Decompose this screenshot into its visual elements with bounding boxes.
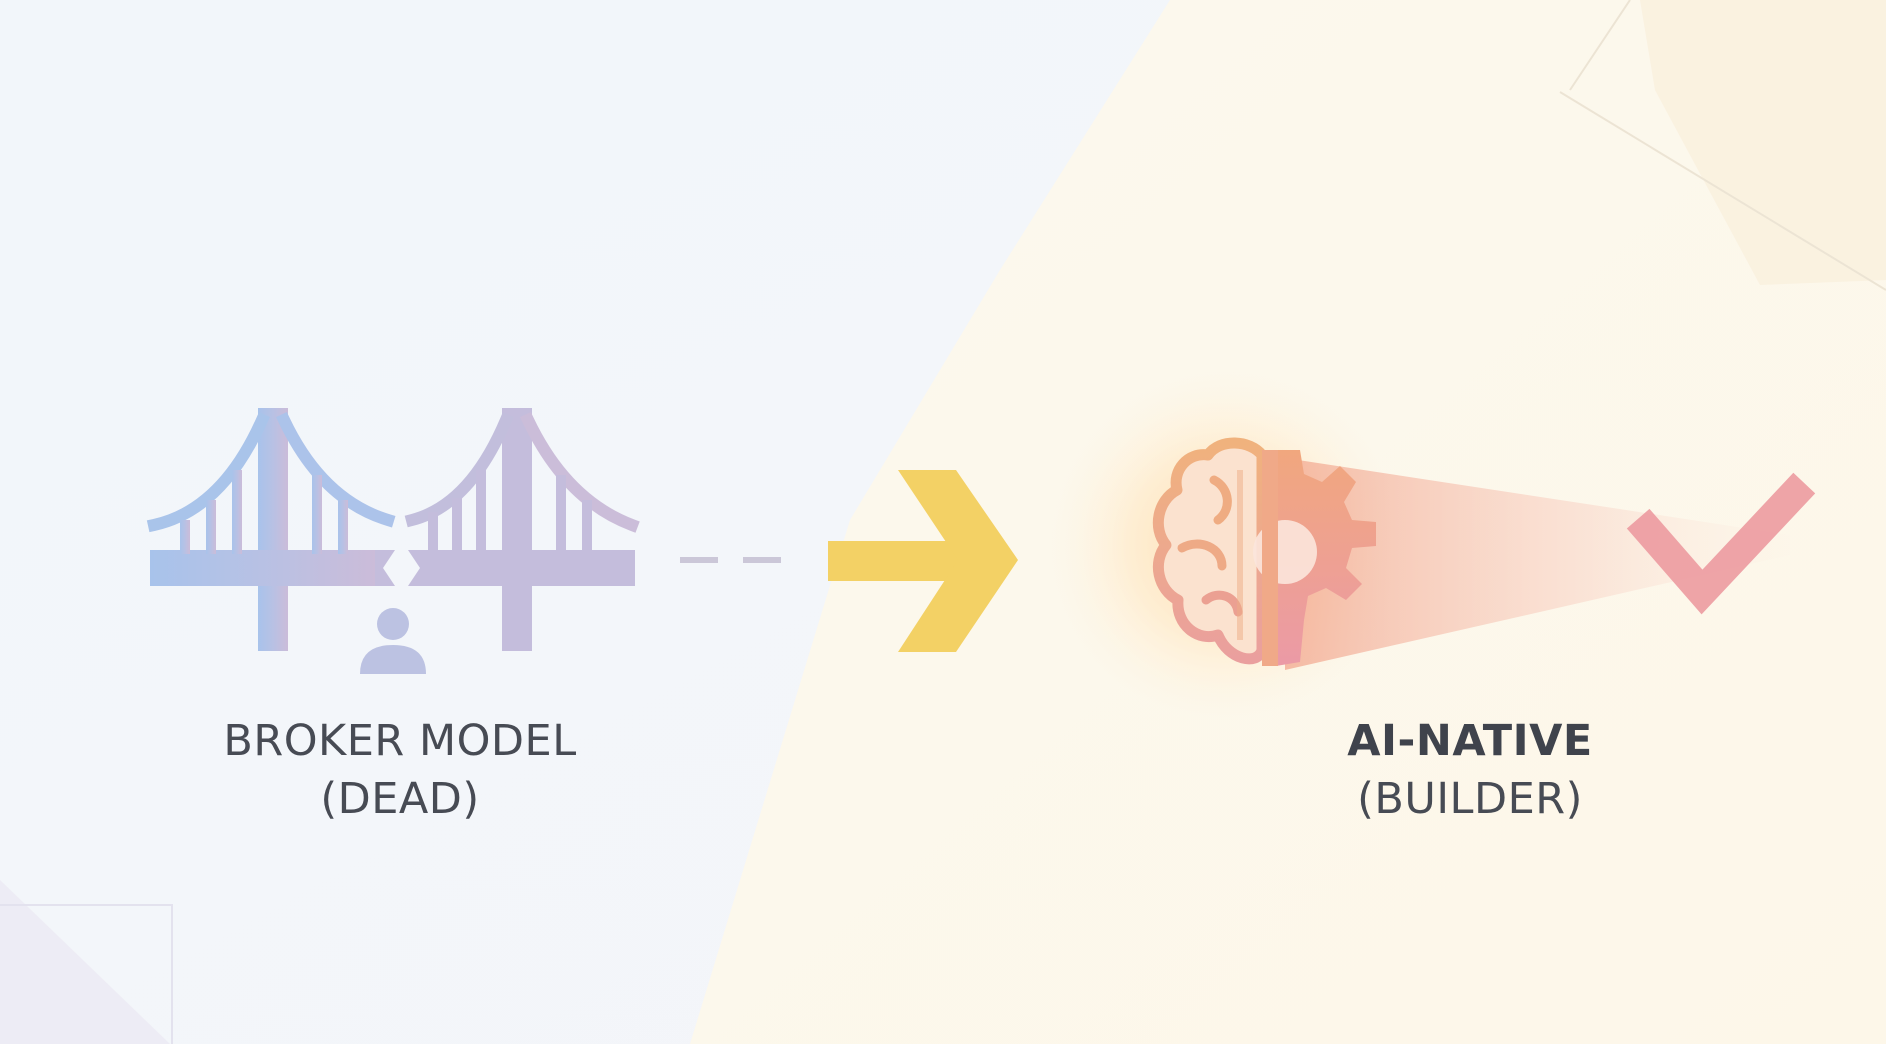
dashed-line — [680, 557, 781, 563]
brain-gear-icon — [1152, 437, 1376, 666]
checkmark-icon — [1626, 472, 1816, 615]
broker-model-subtitle: (DEAD) — [320, 774, 480, 824]
ai-native-title: AI-NATIVE — [1347, 716, 1593, 766]
ai-native-label: AI-NATIVE (BUILDER) — [1245, 712, 1695, 828]
broker-model-label: BROKER MODEL (DEAD) — [170, 712, 630, 828]
broken-bridge-icon — [375, 408, 640, 651]
arrow-right-icon — [828, 470, 1018, 652]
bridge-icon — [146, 408, 396, 651]
ai-native-subtitle: (BUILDER) — [1357, 774, 1583, 824]
broker-model-title: BROKER MODEL — [223, 716, 577, 766]
person-icon — [360, 608, 426, 674]
